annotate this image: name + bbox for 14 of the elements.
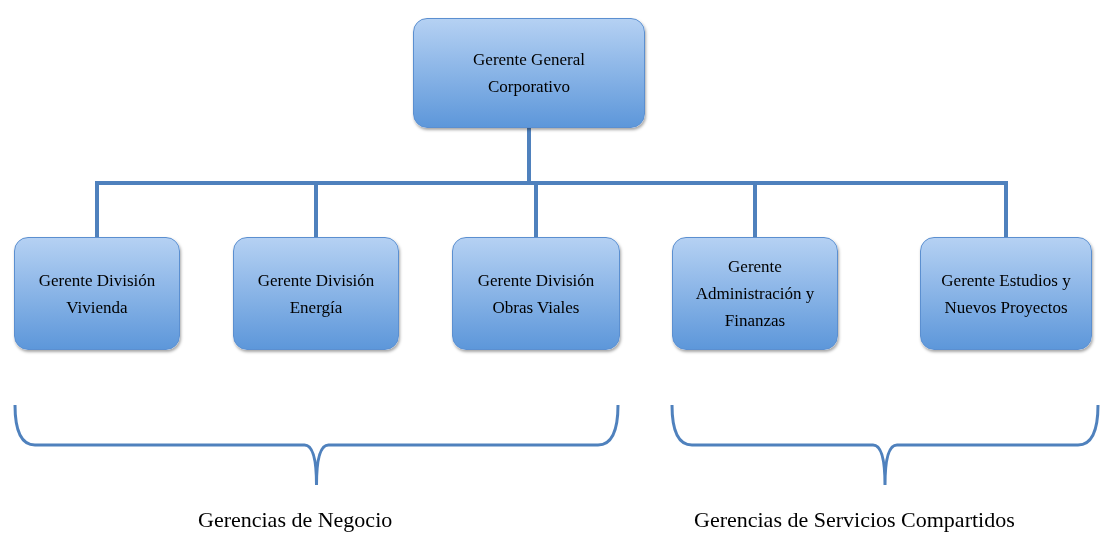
group-label: Gerencias de Servicios Compartidos [694, 507, 1015, 533]
position-box [452, 237, 620, 350]
position-title: Gerente General Corporativo [472, 49, 586, 98]
position-title: Gerente División Obras Viales [476, 269, 596, 319]
position-title: Gerente Estudios y Nuevos Proyectos [940, 269, 1072, 319]
position-box [920, 237, 1092, 350]
position-box [233, 237, 399, 350]
position-box [672, 237, 838, 350]
position-title: Gerente División Vivienda [37, 269, 157, 319]
position-box [413, 18, 645, 128]
group-label: Gerencias de Negocio [198, 507, 393, 533]
position-title: Gerente Administración y Finanzas [694, 256, 816, 332]
position-title: Gerente División Energía [256, 269, 376, 319]
position-box [14, 237, 180, 350]
